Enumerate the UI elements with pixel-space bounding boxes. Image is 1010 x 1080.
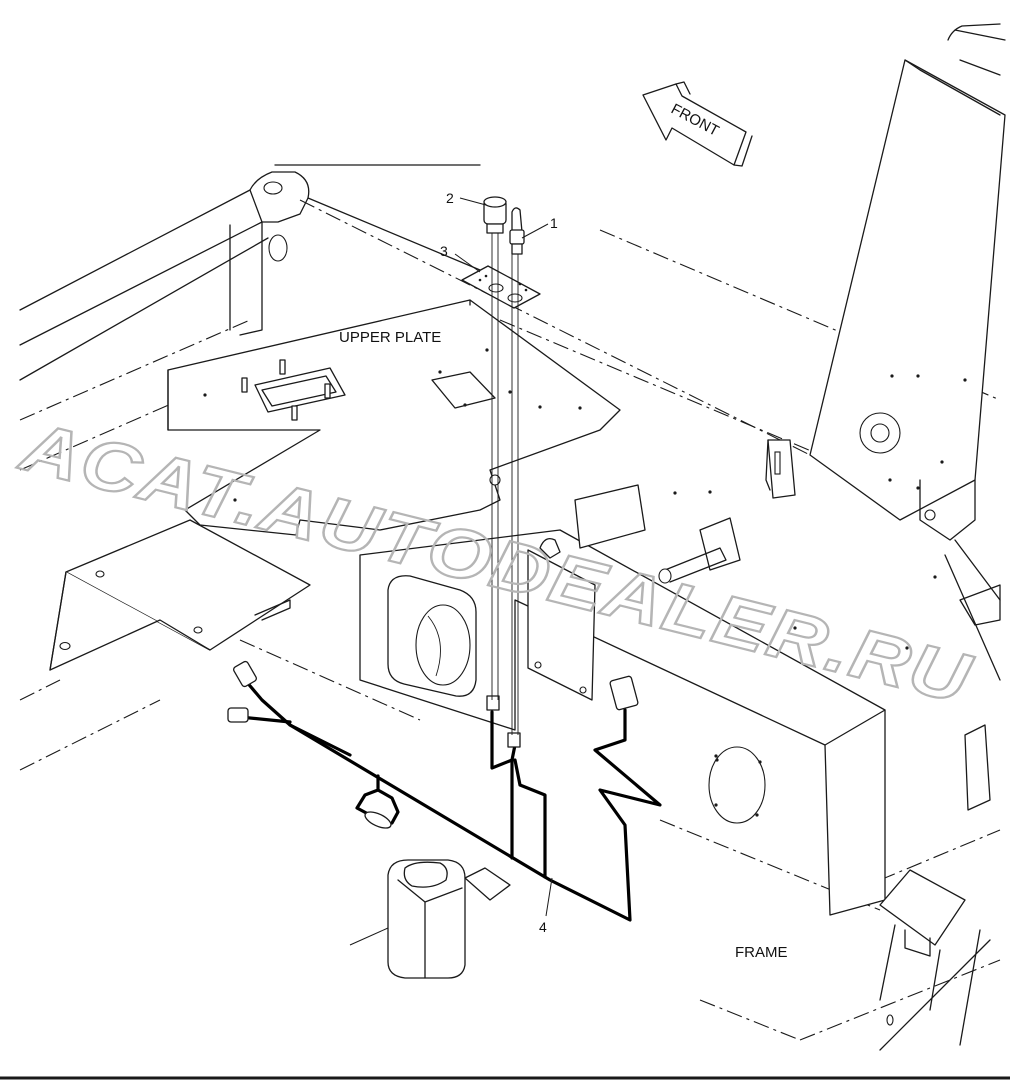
mounting-plate-part-3 (461, 265, 541, 309)
frame-label: FRAME (735, 944, 788, 961)
frame-box (359, 490, 937, 916)
studs (241, 359, 331, 421)
cab-panel (809, 23, 1006, 811)
harness-connectors (227, 660, 639, 829)
left-rail (19, 164, 481, 381)
toggle-switch-part-1 (509, 207, 525, 255)
wire-harness (227, 660, 662, 922)
upper-plate (167, 299, 621, 536)
callouts: 1 2 3 4 (349, 190, 558, 946)
bottom-right-support (879, 869, 991, 1051)
centre-lines (19, 199, 1001, 1041)
pivot-pin (574, 484, 741, 584)
upper-plate-label: UPPER PLATE (339, 329, 441, 346)
callout-1: 1 (550, 215, 558, 231)
reservoir-bottle (387, 859, 511, 979)
callout-3: 3 (440, 243, 448, 259)
callout-4: 4 (539, 919, 547, 935)
cover-plate (527, 537, 596, 701)
callout-2: 2 (446, 190, 454, 206)
front-arrow: FRONT (642, 81, 753, 167)
lower-left-bracket (49, 519, 311, 671)
rotary-switch-part-2 (483, 196, 507, 234)
small-bracket (765, 439, 796, 499)
